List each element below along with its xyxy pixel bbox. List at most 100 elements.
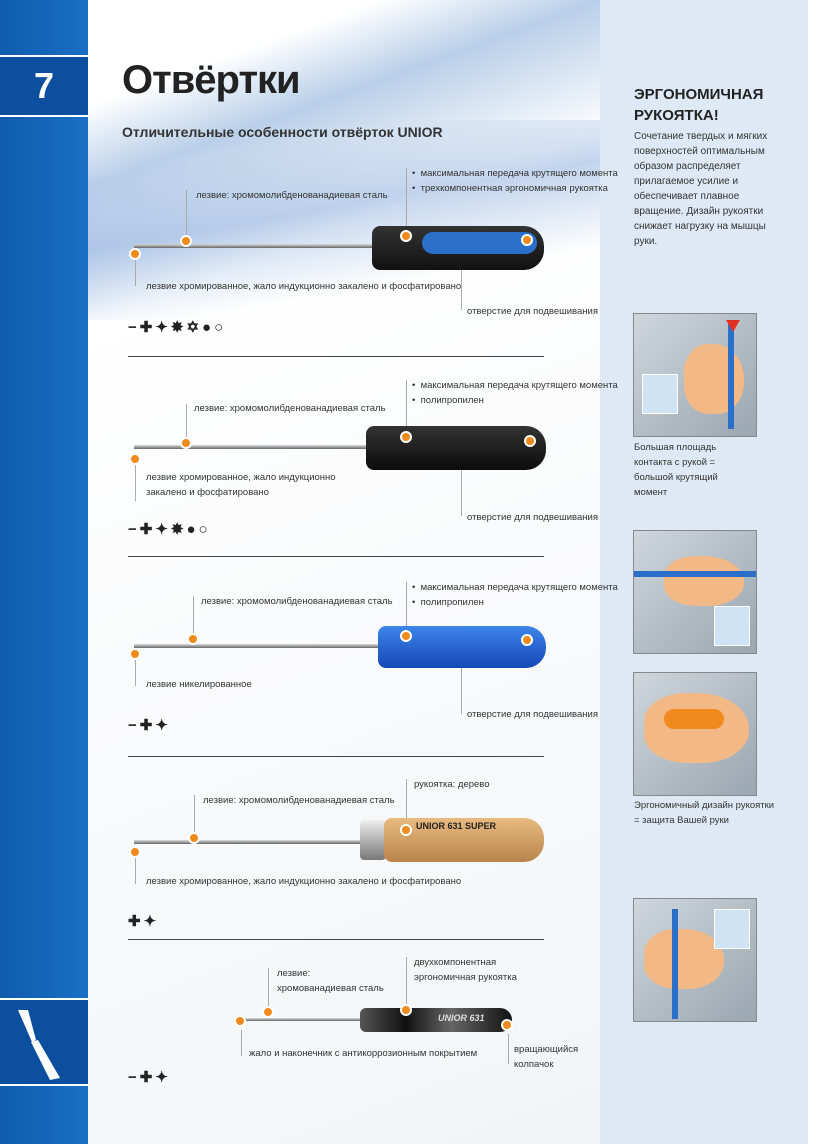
caption-line: контакта с рукой = <box>634 457 716 468</box>
leader-line <box>193 596 194 634</box>
feature-text: максимальная передача крутящего момента <box>420 380 618 391</box>
sidebar-title-line: ЭРГОНОМИЧНАЯ <box>634 86 764 103</box>
leader-line <box>406 380 407 436</box>
screwdriver-handle <box>372 226 544 270</box>
screwdriver-icon <box>0 998 88 1086</box>
hand-grip-illustration <box>633 313 757 437</box>
divider <box>128 756 544 757</box>
sidebar-text: Сочетание твердых и мягких поверхностей … <box>634 131 768 247</box>
callout-dot <box>234 1015 246 1027</box>
hand-press-illustration <box>633 898 757 1022</box>
leader-line <box>135 465 136 501</box>
caption-line: большой крутящий <box>634 472 718 483</box>
feature-label: двухкомпонентная эргономичная рукоятка <box>414 955 517 985</box>
leader-line <box>406 779 407 825</box>
sidebar-title: ЭРГОНОМИЧНАЯ РУКОЯТКА! <box>634 84 763 126</box>
screwdriver-ferrule <box>360 820 386 860</box>
decorative-swoosh <box>88 120 600 320</box>
leader-line <box>461 668 462 714</box>
caption-line: Эргономичный дизайн рукоятки <box>634 800 775 811</box>
feature-label: • полипропилен <box>412 597 484 608</box>
leader-line <box>406 168 407 236</box>
callout-dot <box>501 1019 513 1031</box>
hole-label: отверстие для подвешивания <box>467 512 598 523</box>
chapter-strip <box>0 0 88 1144</box>
tip-label: лезвие хромированное, жало индукционно з… <box>146 876 462 887</box>
feature-text: эргономичная рукоятка <box>414 972 517 983</box>
tip-types-icons: −✚✦ <box>128 717 171 734</box>
tip-label: лезвие хромированное, жало индукционно з… <box>146 281 462 292</box>
leader-line <box>194 795 195 833</box>
handle-brand-text: UNIOR 631 SUPER <box>416 821 497 831</box>
feature-text: двухкомпонентная <box>414 957 497 968</box>
feature-text: трехкомпонентная эргономичная рукоятка <box>420 183 608 194</box>
sidebar-title-line: РУКОЯТКА! <box>634 107 719 124</box>
screwdriver-handle: UNIOR 631 <box>360 1008 512 1032</box>
caption-line: Большая площадь <box>634 442 717 453</box>
leader-line <box>508 1034 509 1064</box>
leader-line <box>135 660 136 686</box>
callout-dot <box>400 630 412 642</box>
feature-label: • максимальная передача крутящего момент… <box>412 168 618 179</box>
hand-pressure-illustration <box>633 672 757 796</box>
tip-label: лезвие никелированное <box>146 679 252 690</box>
screwdriver-shaft <box>134 644 394 648</box>
page-background <box>88 0 600 1144</box>
callout-dot <box>180 437 192 449</box>
blade-label: лезвие: хромомолибденованадиевая сталь <box>194 403 386 414</box>
screwdriver-shaft <box>134 840 374 844</box>
screwdriver-shaft <box>240 1018 365 1021</box>
callout-dot <box>129 453 141 465</box>
screwdriver-handle <box>366 426 546 470</box>
callout-dot <box>400 1004 412 1016</box>
callout-dot <box>400 824 412 836</box>
tip-label: лезвие хромированное, жало индукционно за… <box>146 470 336 500</box>
callout-dot <box>521 634 533 646</box>
hole-label: отверстие для подвешивания <box>467 709 598 720</box>
feature-text: максимальная передача крутящего момента <box>420 582 618 593</box>
feature-label: • максимальная передача крутящего момент… <box>412 582 618 593</box>
callout-dot <box>180 235 192 247</box>
callout-dot <box>129 846 141 858</box>
page-subtitle: Отличительные особенности отвёрток UNIOR <box>122 124 443 140</box>
caption-line: = защита Вашей руки <box>634 815 729 826</box>
leader-line <box>461 470 462 516</box>
leader-line <box>186 190 187 240</box>
callout-dot <box>400 431 412 443</box>
caption-ergonomic: Эргономичный дизайн рукоятки = защита Ваш… <box>634 798 774 828</box>
blade-label: лезвие:хромованадиевая сталь <box>277 966 384 996</box>
tip-types-icons: −✚✦✸●○ <box>128 521 211 538</box>
tip-types-icons: −✚✦ <box>128 1069 171 1086</box>
feature-label: рукоятка: дерево <box>414 779 490 790</box>
hand-rotate-illustration <box>633 530 757 654</box>
feature-label: • трехкомпонентная эргономичная рукоятка <box>412 183 608 194</box>
leader-line <box>186 404 187 440</box>
leader-line <box>461 270 462 310</box>
leader-line <box>135 858 136 884</box>
cap-text: колпачок <box>514 1059 554 1070</box>
tip-text: лезвие хромированное, жало индукционно <box>146 472 336 483</box>
callout-dot <box>187 633 199 645</box>
feature-text: полипропилен <box>420 395 484 406</box>
cap-text: вращающийся <box>514 1044 579 1055</box>
hole-label: отверстие для подвешивания <box>467 306 598 317</box>
leader-line <box>268 968 269 1008</box>
screwdriver-shaft <box>134 445 384 449</box>
divider <box>128 556 544 557</box>
callout-dot <box>129 248 141 260</box>
blade-label: лезвие: хромомолибденованадиевая сталь <box>203 795 395 806</box>
caption-line: момент <box>634 487 668 498</box>
leader-line <box>406 582 407 632</box>
callout-dot <box>524 435 536 447</box>
tip-types-icons: ✚✦ <box>128 913 160 930</box>
divider <box>128 939 544 940</box>
cap-label: вращающийся колпачок <box>514 1042 578 1072</box>
blade-label: лезвие: хромомолибденованадиевая сталь <box>201 596 393 607</box>
blade-text: лезвие: <box>277 968 311 979</box>
callout-dot <box>129 648 141 660</box>
feature-text: полипропилен <box>420 597 484 608</box>
divider <box>128 356 544 357</box>
tip-text: закалено и фосфатировано <box>146 487 269 498</box>
callout-dot <box>188 832 200 844</box>
caption-contact-area: Большая площадь контакта с рукой = большой… <box>634 440 718 500</box>
